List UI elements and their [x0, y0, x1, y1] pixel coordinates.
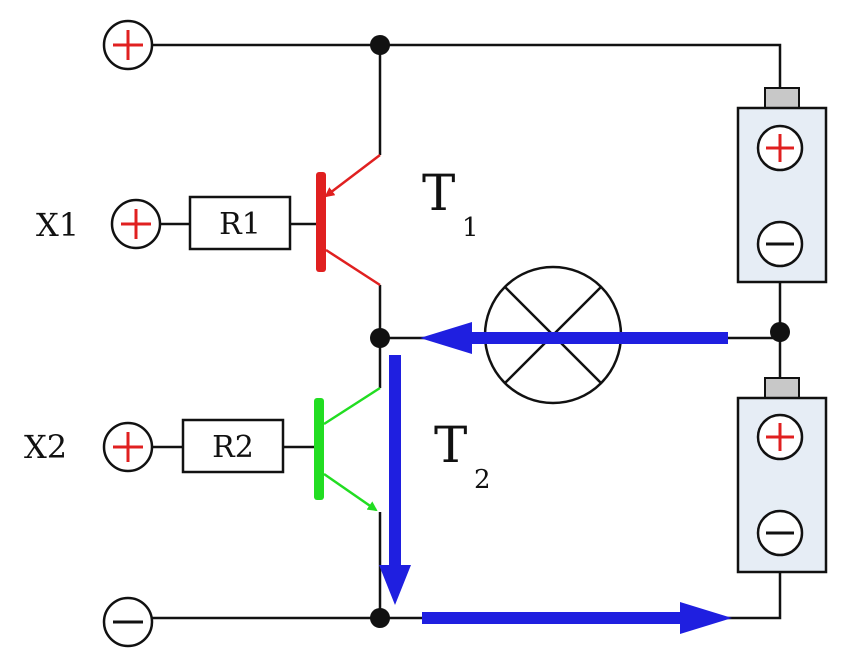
plus-terminal-icon: [756, 124, 804, 172]
x2-label: X2: [24, 428, 67, 466]
plus-terminal-icon: [756, 413, 804, 461]
minus-terminal-icon: [756, 220, 804, 268]
junction-bottom: [370, 608, 390, 628]
current-arrow-vertical: [379, 355, 411, 605]
transistor-t1: [316, 154, 381, 287]
current-flow: [379, 322, 732, 634]
junction-top: [370, 35, 390, 55]
junction-middle-left: [370, 328, 390, 348]
junctions: [370, 35, 790, 628]
x1-label: X1: [36, 206, 79, 244]
r2-label: R2: [212, 430, 254, 465]
t2-collector-lead: [323, 386, 381, 426]
t2-emitter-arrow: [323, 472, 378, 512]
plus-terminal-icon: [110, 198, 162, 250]
resistor-r1: R1: [188, 195, 292, 251]
wire-top-rail: [152, 43, 782, 88]
t1-collector-lead: [325, 248, 381, 287]
t1-base-bar: [316, 172, 326, 272]
t1-emitter-arrow: [324, 154, 381, 198]
battery-icon: [736, 377, 828, 574]
battery-icon: [736, 87, 828, 284]
transistor-t2: [314, 386, 381, 512]
t1-label: T: [422, 164, 455, 222]
wire-bottom-rail: [152, 572, 782, 620]
current-arrow-middle: [420, 322, 728, 354]
plus-terminal-icon: [102, 421, 154, 473]
r1-label: R1: [219, 207, 261, 242]
junction-middle-right: [770, 322, 790, 342]
t2-subscript: 2: [474, 465, 491, 495]
resistor-r2: R2: [181, 418, 285, 474]
t2-label: T: [434, 416, 467, 474]
t2-base-bar: [314, 398, 324, 500]
minus-terminal-icon: [756, 509, 804, 557]
current-arrow-bottom: [422, 602, 732, 634]
plus-terminal-icon: [102, 19, 154, 71]
minus-terminal-icon: [102, 596, 154, 648]
t1-subscript: 1: [462, 213, 479, 243]
